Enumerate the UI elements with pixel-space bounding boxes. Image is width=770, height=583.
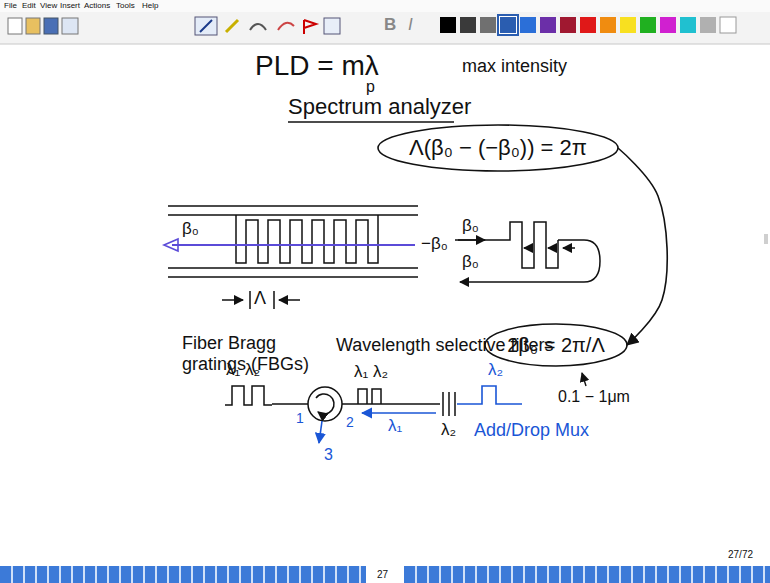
equation-text: 2β₀ = 2π/Λ xyxy=(484,334,628,357)
port-number: 1 xyxy=(296,410,304,426)
note: max intensity xyxy=(462,56,567,77)
curved-arrow xyxy=(618,148,667,345)
equation-text: Λ(β₀ − (−β₀)) = 2π xyxy=(377,135,619,160)
port-number: 2 xyxy=(346,414,354,430)
toolbar-ground xyxy=(0,0,770,44)
device-note: Add/Drop Mux xyxy=(474,420,589,441)
menu-item: File xyxy=(4,1,17,10)
underline xyxy=(288,121,454,123)
fiber-grating-drawing xyxy=(168,206,418,309)
period-label: Λ xyxy=(254,288,266,309)
wave-label: β₀ xyxy=(462,216,479,236)
heading-note: Spectrum analyzer xyxy=(288,94,471,119)
circled-equation: Λ(β₀ − (−β₀)) = 2π xyxy=(377,124,619,172)
wave-label: −β₀ xyxy=(421,234,448,254)
ellipse xyxy=(378,125,618,171)
leader-arrow xyxy=(582,373,586,386)
wave-label: β₀ xyxy=(462,252,479,272)
wavelength-label: λ₁ xyxy=(388,416,402,436)
wavelength-label: λ₁ λ₂ xyxy=(354,362,388,382)
port-number: 3 xyxy=(324,446,333,464)
subscript: p xyxy=(366,78,375,96)
ellipse xyxy=(485,324,627,366)
add-drop-sketch xyxy=(225,386,455,421)
color-palette xyxy=(440,15,736,35)
scroll-mark xyxy=(764,234,768,244)
format-button: B xyxy=(384,15,396,35)
menu-item: Help xyxy=(142,1,158,10)
equation: PLD = mλ xyxy=(255,50,379,82)
page-strip xyxy=(0,566,770,583)
menu-item: Insert xyxy=(60,1,80,10)
reflected-wave-head xyxy=(164,239,178,251)
menu-item: Tools xyxy=(116,1,135,10)
menu-item: View xyxy=(40,1,57,10)
wavelength-label: λ₁ λ₂ xyxy=(226,360,260,380)
wavelength-label: λ₂ xyxy=(488,360,503,380)
wavelength-label: λ₂ xyxy=(441,420,456,440)
wave-label: β₀ xyxy=(182,219,199,239)
toolbar-rule xyxy=(0,44,770,45)
page-number: 27 xyxy=(377,569,388,581)
menu-item: Edit xyxy=(22,1,36,10)
menu-bar xyxy=(0,0,770,12)
circled-equation: 2β₀ = 2π/Λ xyxy=(484,323,628,367)
dimension: 0.1 − 1μm xyxy=(558,388,630,406)
page-counter: 27/72 xyxy=(728,549,753,561)
toolbar-icons xyxy=(8,17,340,35)
menu-item: Actions xyxy=(84,1,110,10)
format-button: I xyxy=(408,15,413,35)
reflected-wave-line xyxy=(172,244,415,246)
